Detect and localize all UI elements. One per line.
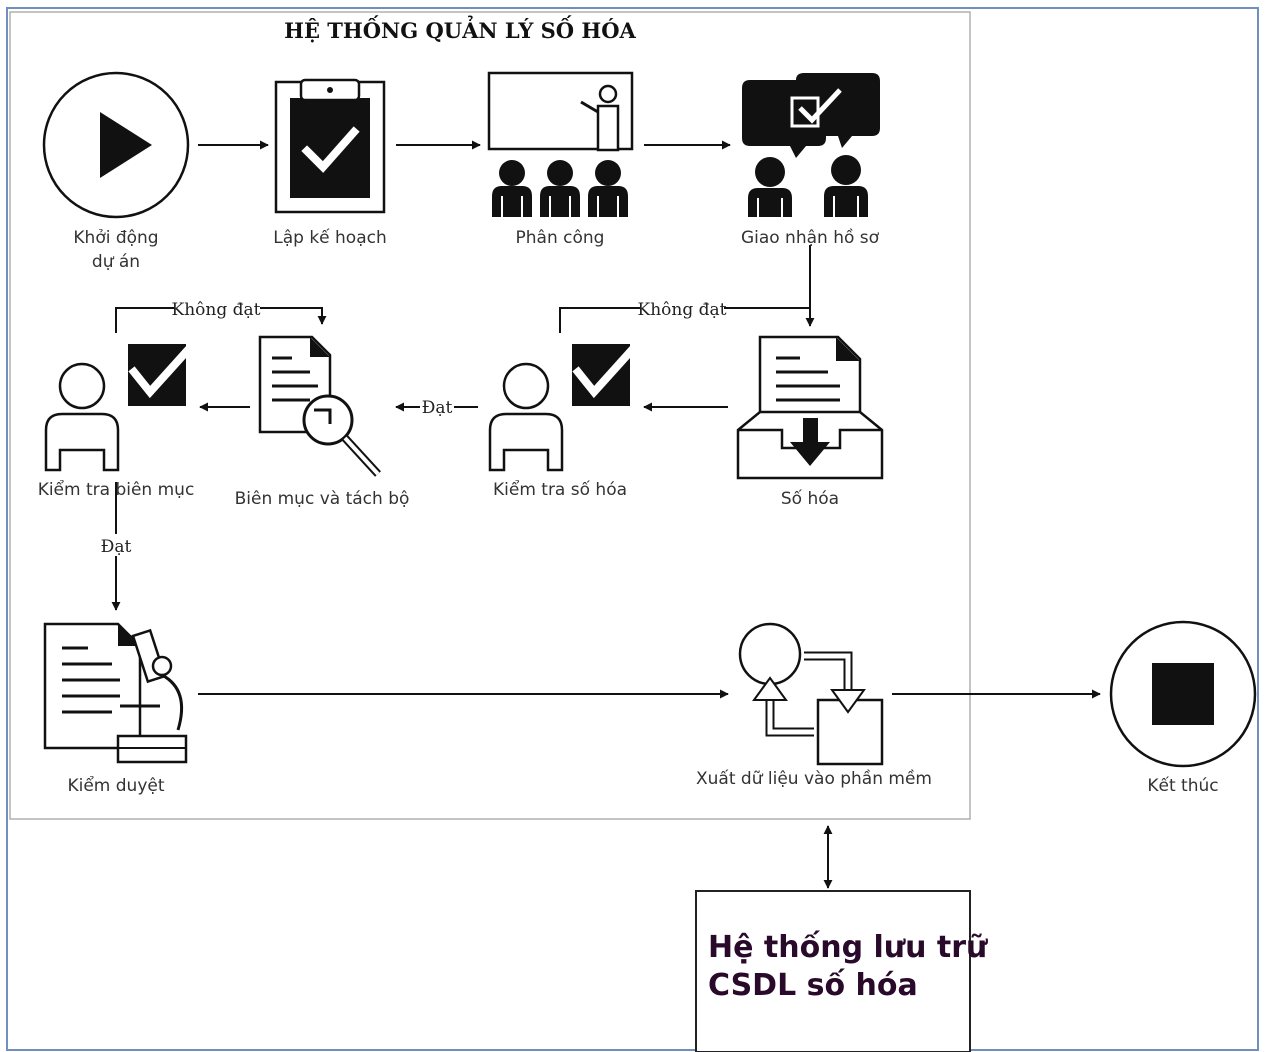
node-label-plan: Lập kế hoạch [273,227,387,248]
stop-icon [1109,620,1257,768]
edge-fail-digitize [559,307,810,333]
clipboard-check-icon [274,78,386,214]
edge-label-pass: Đạt [422,398,453,418]
node-label-check-catalog: Kiểm tra biên mục [38,479,195,500]
outer-frame [6,7,1259,1051]
document-inbox-icon [736,335,884,480]
node-label-start: dự án [92,252,140,272]
node-label-end: Kết thúc [1147,775,1218,796]
edge-label-pass: Đạt [101,537,132,557]
user-check-icon [488,344,636,472]
chat-people-icon [742,73,880,217]
node-label-check-digitize: Kiểm tra số hóa [493,479,627,500]
node-label-handover: Giao nhận hồ sơ [741,227,880,248]
edge-label-fail: Không đạt [172,300,261,320]
user-check-icon [44,344,192,472]
presentation-audience-icon [487,71,634,217]
node-label-censor: Kiểm duyệt [67,775,164,796]
node-label-digitize: Số hóa [781,488,839,509]
node-label-assign: Phân công [516,228,605,248]
storage-title: Hệ thống lưu trữ [708,930,988,965]
storage-subtitle: CSDL số hóa [708,968,918,1003]
cycle-export-icon [738,622,884,766]
document-microscope-icon [43,622,188,764]
play-icon [42,71,190,219]
node-label-export: Xuất dữ liệu vào phần mềm [696,768,932,789]
storage-box: Hệ thống lưu trữ CSDL số hóa [695,890,988,1052]
edge-label-fail: Không đạt [638,300,727,320]
document-search-icon [258,335,381,477]
node-label-start: Khởi động [73,228,158,248]
system-title: HỆ THỐNG QUẢN LÝ SỐ HÓA [284,16,636,43]
node-label-catalog: Biên mục và tách bộ [235,489,410,509]
